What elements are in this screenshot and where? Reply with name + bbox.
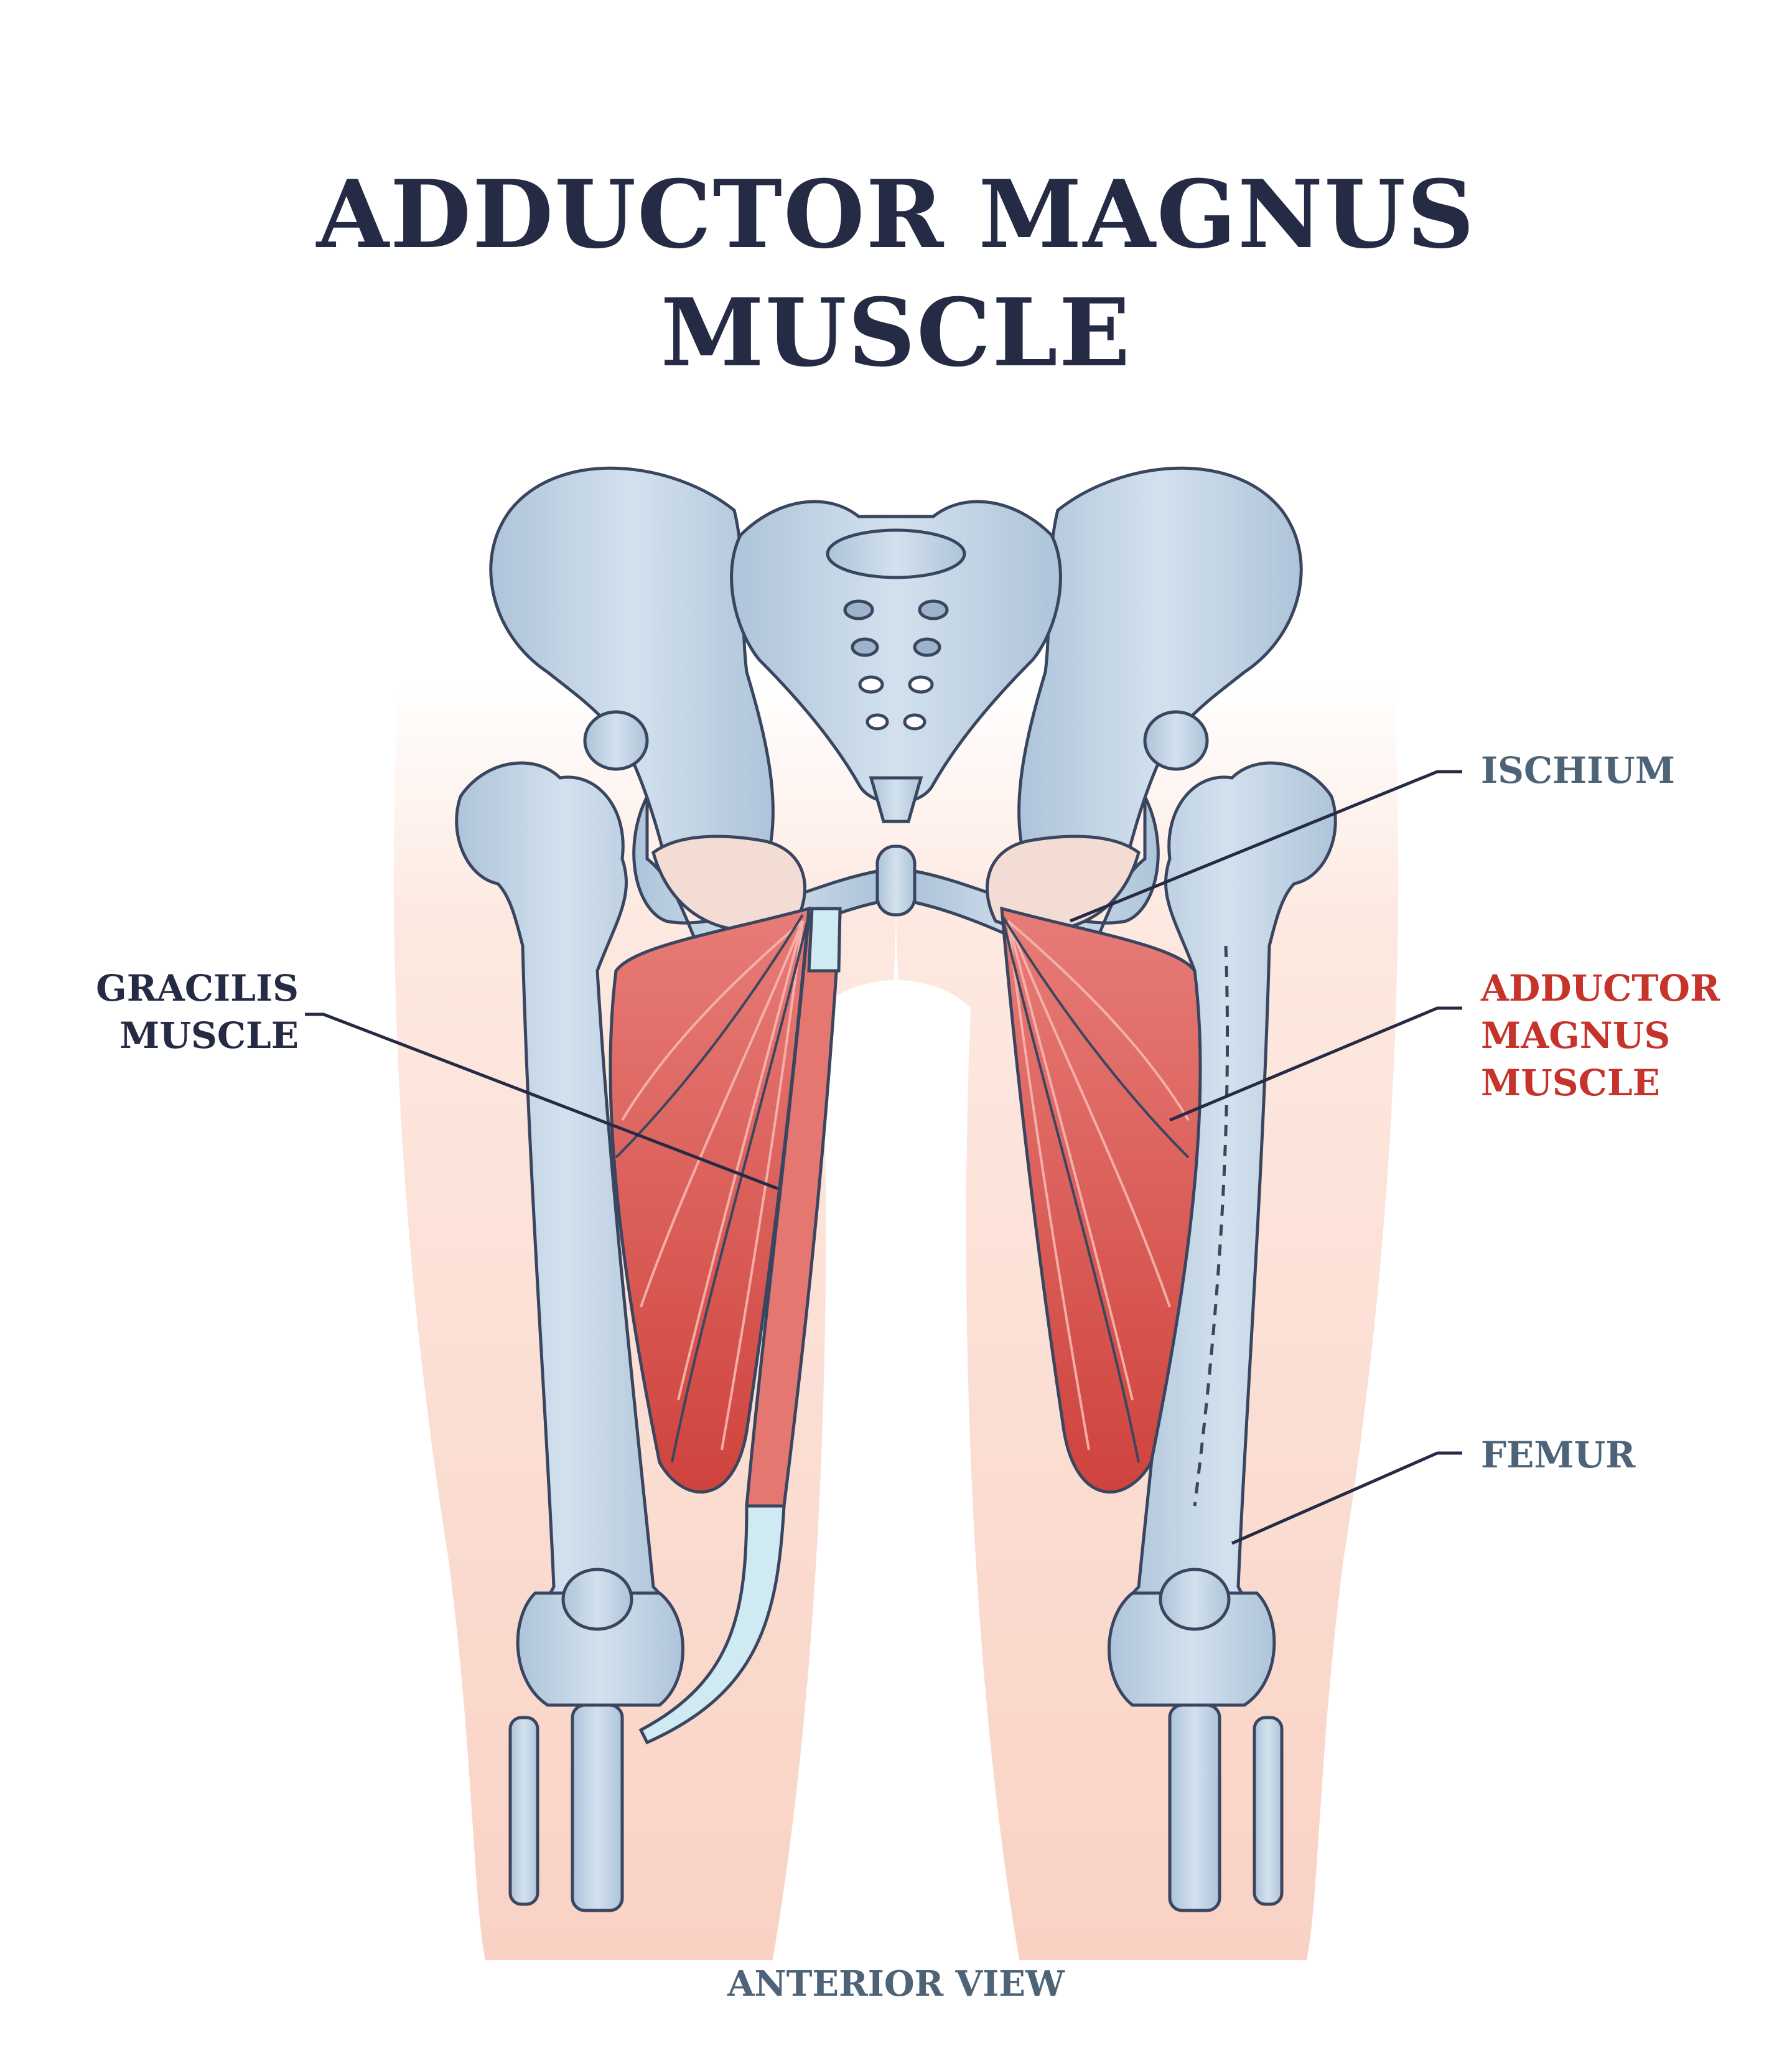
sacral-foramen [858,675,884,694]
label-gracilis-line: MUSCLE [119,1014,299,1057]
leader-lines [305,770,1462,1545]
muscle-fiber [721,920,804,1451]
ischium-leader [1070,770,1462,923]
pubic-symphysis [875,844,917,917]
femurs [455,710,1337,1912]
sacral-top [826,528,966,579]
left-obturator-ring [651,835,806,932]
muscle-fiber-line [1001,914,1140,1463]
gracilis-tendon-bottom [638,1504,786,1745]
label-adductor-magnus: ADDUCTOR MAGNUS MUSCLE [1481,965,1720,1106]
muscle-fiber [640,920,804,1307]
coccyx [869,776,923,823]
page-title-line-1: ADDUCTOR MAGNUS [316,160,1476,269]
muscle-fiber [1007,920,1190,1121]
label-adductor-line: ADDUCTOR [1481,967,1720,1009]
muscle-fiber [1007,920,1134,1401]
right-femoral-head [1143,710,1209,771]
label-ischium: ISCHIUM [1481,749,1675,792]
muscle-fiber-line [671,914,810,1463]
right-tibia [1168,1703,1221,1912]
right-knee [1108,1591,1276,1707]
label-gracilis-muscle: GRACILIS MUSCLE [87,965,299,1059]
left-femoral-head [583,710,649,771]
crotch-gap [772,980,1020,1966]
right-patella [1159,1568,1231,1631]
femur-leader [1231,1451,1462,1545]
left-fibula [508,1716,539,1906]
sacral-foramen [903,713,926,731]
left-tibia [571,1703,624,1912]
label-femur: FEMUR [1481,1434,1636,1476]
muscle-fiber-line [1001,914,1190,1159]
gracilis-muscle [638,907,842,1745]
page-title-line-2: MUSCLE [660,278,1132,388]
right-adductor-magnus [1000,906,1202,1494]
sacral-foramen [908,675,934,694]
gracilis-leader [305,1012,778,1190]
muscle-fiber [677,920,804,1401]
muscle-fibers [621,920,1190,1451]
sacrum [730,500,1062,805]
sacral-foramen [866,713,889,731]
pelvis [489,466,1303,973]
label-adductor-line: MAGNUS [1481,1014,1671,1057]
sacral-foramen [913,637,941,657]
gracilis-tendon-top [807,907,842,973]
right-fibula [1253,1716,1284,1906]
left-knee [516,1591,684,1707]
sacral-foramen [918,599,949,620]
muscle-fiber [621,920,804,1121]
sacral-foramen [843,599,874,620]
label-anterior-view: ANTERIOR VIEW [727,1963,1065,2004]
adductor-magnus-muscles [609,906,1202,1494]
adductor-leader [1169,1006,1462,1122]
label-gracilis-line: GRACILIS [96,967,299,1009]
label-adductor-line: MUSCLE [1481,1062,1660,1104]
left-patella [561,1568,633,1631]
sacral-foramen [851,637,879,657]
muscle-fiber [1007,920,1171,1307]
muscle-fiber [1007,920,1090,1451]
